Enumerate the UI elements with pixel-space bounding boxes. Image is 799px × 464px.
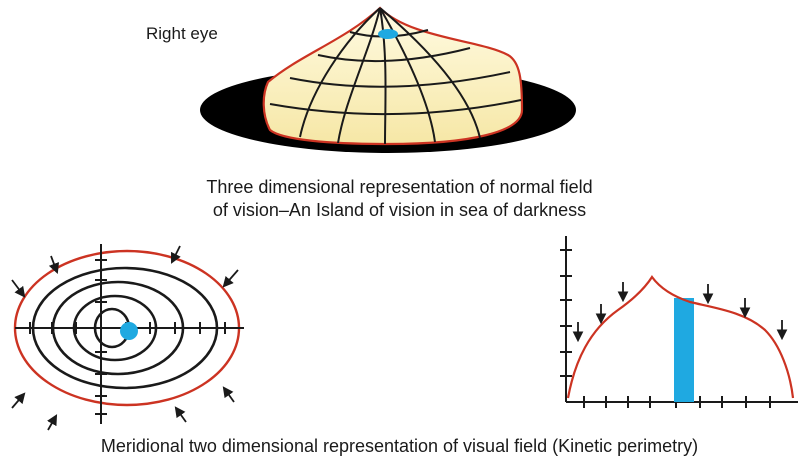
hill-of-vision-profile bbox=[566, 275, 795, 399]
arrow-icon bbox=[222, 269, 239, 288]
arrow-icon bbox=[171, 245, 181, 264]
arrow-icon bbox=[174, 406, 187, 423]
stimulus-arrows bbox=[572, 282, 788, 343]
arrow-icon bbox=[48, 255, 60, 275]
arrow-icon bbox=[47, 414, 58, 431]
blind-spot bbox=[120, 322, 138, 340]
island-of-vision bbox=[200, 6, 576, 153]
meridional-caption: Meridional two dimensional representatio… bbox=[100, 436, 699, 456]
island-caption-line-1: Three dimensional representation of norm… bbox=[206, 177, 593, 197]
right-eye-label: Right eye bbox=[146, 24, 218, 43]
island-caption-line-2: of vision–An Island of vision in sea of … bbox=[212, 200, 587, 220]
meridional-field-diagram bbox=[11, 244, 244, 431]
island-grid-lines bbox=[269, 7, 522, 145]
stimulus-arrows bbox=[11, 245, 239, 431]
blind-spot-band bbox=[674, 298, 694, 402]
blind-spot bbox=[378, 29, 398, 39]
arrow-icon bbox=[11, 279, 26, 298]
arrow-icon bbox=[11, 392, 26, 409]
kinetic-profile-diagram bbox=[560, 236, 798, 408]
arrow-icon bbox=[222, 386, 235, 403]
